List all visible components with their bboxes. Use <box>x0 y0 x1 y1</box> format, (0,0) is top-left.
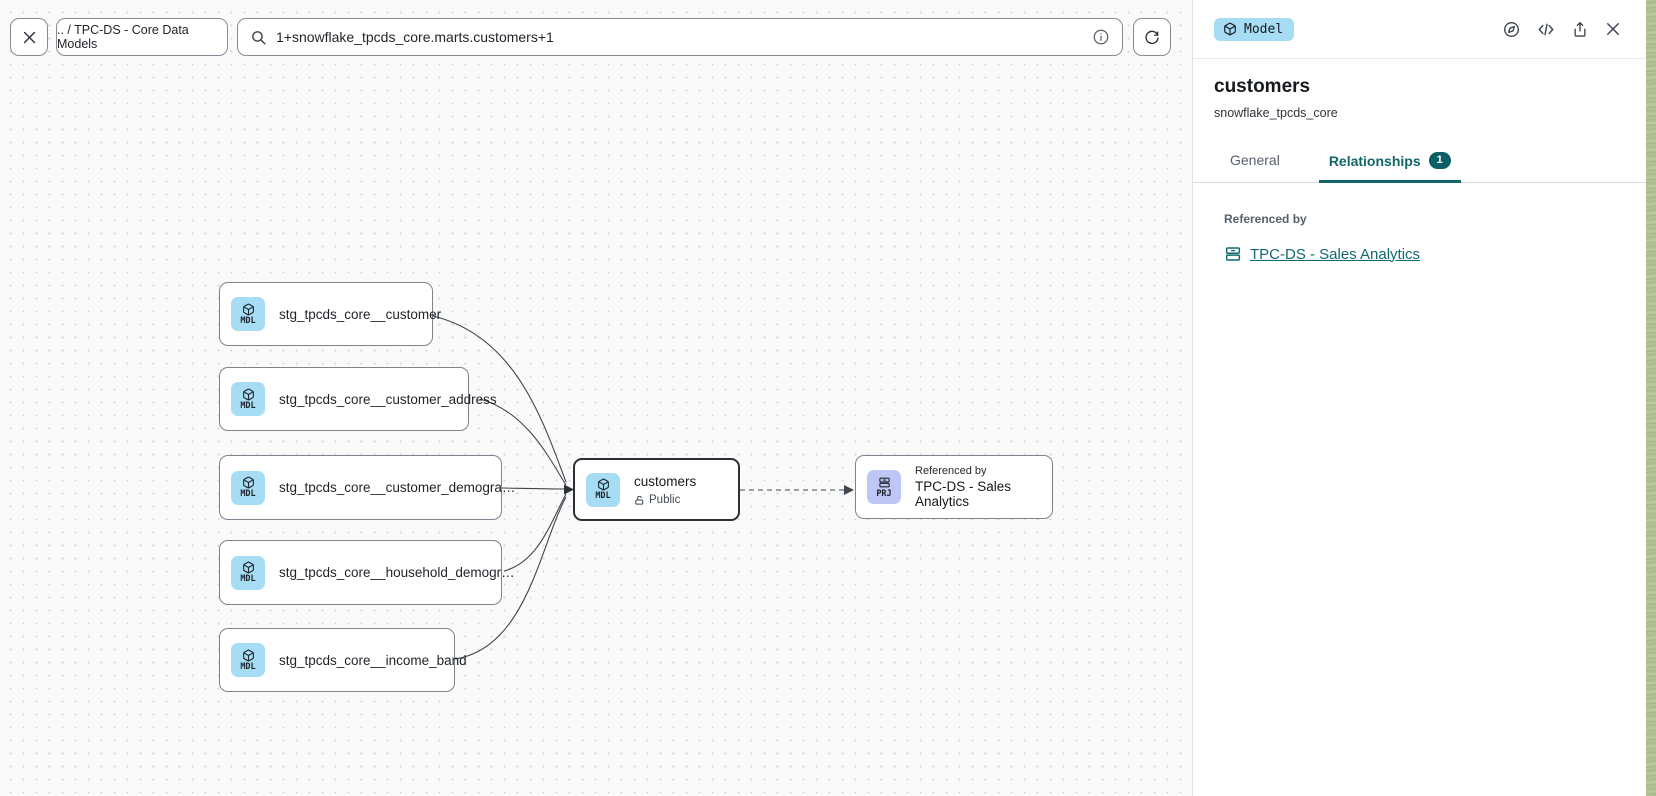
code-icon[interactable] <box>1536 20 1556 39</box>
open-lock-icon <box>634 495 645 506</box>
model-badge: MDL <box>586 472 620 507</box>
node-stg-customer-demographics[interactable]: MDL stg_tpcds_core__customer_demogra… <box>219 455 515 520</box>
search-icon <box>250 29 267 46</box>
badge-label: MDL <box>240 489 256 499</box>
model-type-badge: Model <box>1214 17 1295 41</box>
project-icon <box>878 476 891 489</box>
cube-icon <box>242 476 255 489</box>
referenced-by-label: Referenced by <box>1224 212 1307 226</box>
tab-general[interactable]: General <box>1230 152 1280 168</box>
node-caption: Referenced by <box>915 465 987 477</box>
node-label: stg_tpcds_core__income_band <box>279 652 467 668</box>
panel-actions <box>1502 20 1622 39</box>
panel-title-block: customers snowflake_tpcds_core <box>1193 59 1646 120</box>
referencing-project-row[interactable]: TPC-DS - Sales Analytics <box>1224 245 1616 263</box>
close-lineage-button[interactable] <box>10 18 48 56</box>
node-label: stg_tpcds_core__customer <box>279 306 442 322</box>
project-icon <box>1224 245 1242 263</box>
page-title: customers <box>1214 76 1311 97</box>
canvas-toolbar: .. / TPC-DS - Core Data Models <box>0 0 1192 74</box>
panel-header: Model <box>1193 0 1646 59</box>
visibility-label: Public <box>649 494 681 506</box>
lineage-canvas[interactable]: .. / TPC-DS - Core Data Models <box>0 0 1192 796</box>
cube-icon <box>1223 22 1237 36</box>
cube-icon <box>242 303 255 316</box>
node-title: TPC-DS - Sales Analytics <box>915 479 1012 509</box>
node-referencing-project[interactable]: PRJ Referenced by TPC-DS - Sales Analyti… <box>855 455 1053 519</box>
project-badge: PRJ <box>867 470 901 504</box>
lineage-search-bar <box>237 18 1123 56</box>
node-customers-selected[interactable]: MDL customers Public <box>573 458 740 521</box>
info-icon[interactable] <box>1092 28 1110 46</box>
breadcrumb-label: .. / TPC-DS - Core Data Models <box>57 23 189 51</box>
model-badge: MDL <box>231 555 265 590</box>
badge-label: MDL <box>240 574 256 584</box>
node-label: stg_tpcds_core__customer_address <box>279 391 497 407</box>
badge-label: MDL <box>240 661 256 672</box>
model-badge: MDL <box>231 297 265 331</box>
model-badge: MDL <box>231 643 265 677</box>
node-visibility: Public <box>634 494 696 506</box>
breadcrumb[interactable]: .. / TPC-DS - Core Data Models <box>56 18 228 56</box>
type-badge-label: Model <box>1244 21 1284 37</box>
badge-label: PRJ <box>876 488 892 499</box>
referencing-project-link[interactable]: TPC-DS - Sales Analytics <box>1250 245 1421 263</box>
share-icon[interactable] <box>1571 20 1589 39</box>
cube-icon <box>242 649 255 662</box>
search-input[interactable] <box>276 29 1083 45</box>
close-icon <box>21 29 38 46</box>
cube-icon <box>242 561 255 574</box>
details-panel: Model customers snowflake_tpcds_core Gen… <box>1192 0 1646 796</box>
relationships-content: Referenced by TPC-DS - Sales Analytics <box>1193 183 1646 263</box>
cube-icon <box>597 478 610 491</box>
node-stg-customer[interactable]: MDL stg_tpcds_core__customer <box>219 282 441 346</box>
node-label: stg_tpcds_core__customer_demogra… <box>279 480 516 495</box>
panel-tabs: General Relationships 1 <box>1193 144 1646 183</box>
tab-relationships[interactable]: Relationships 1 <box>1318 144 1461 183</box>
package-name: snowflake_tpcds_core <box>1214 106 1338 120</box>
badge-label: MDL <box>240 315 256 326</box>
node-title: customers <box>634 474 697 489</box>
model-badge: MDL <box>231 382 265 416</box>
lineage-edges <box>432 315 854 660</box>
relationships-count-badge: 1 <box>1428 152 1451 169</box>
node-label: stg_tpcds_core__household_demogr… <box>279 565 515 580</box>
node-stg-customer-address[interactable]: MDL stg_tpcds_core__customer_address <box>219 367 497 431</box>
explore-compass-icon[interactable] <box>1502 20 1521 39</box>
node-stg-household-demographics[interactable]: MDL stg_tpcds_core__household_demogr… <box>219 540 515 605</box>
model-badge: MDL <box>231 470 265 505</box>
desktop-wallpaper-edge <box>1646 0 1656 796</box>
badge-label: MDL <box>240 400 256 411</box>
refresh-icon <box>1143 28 1161 46</box>
cube-icon <box>242 388 255 401</box>
refresh-button[interactable] <box>1133 18 1171 56</box>
badge-label: MDL <box>595 491 611 501</box>
tab-relationships-label: Relationships <box>1328 152 1421 169</box>
node-stg-income-band[interactable]: MDL stg_tpcds_core__income_band <box>219 628 467 692</box>
close-panel-icon[interactable] <box>1604 20 1622 38</box>
